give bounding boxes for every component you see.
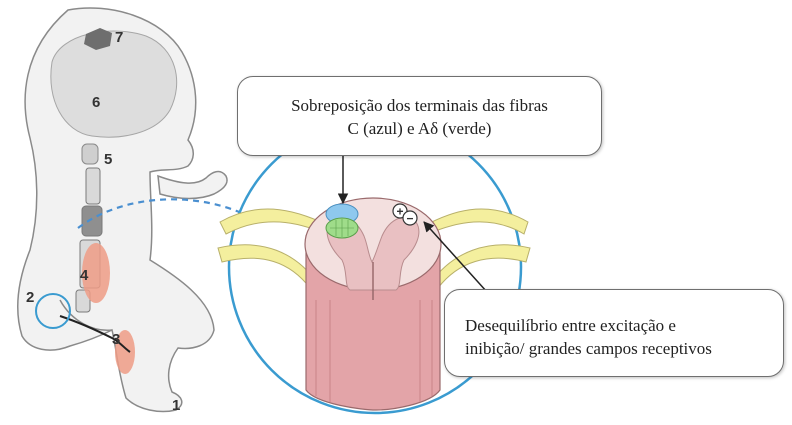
thalamus-structure [82,144,98,164]
plus-symbol: + [396,205,403,219]
label-4: 4 [80,267,89,284]
callout-fiber-overlap-line1: Sobreposição dos terminais das fibras [252,94,587,117]
infant-arm [158,172,227,199]
label-1: 1 [172,397,180,414]
label-6: 6 [92,94,100,111]
label-7: 7 [115,29,123,46]
spine-segment-cervical [86,168,100,204]
callout-imbalance-line2: inibição/ grandes campos receptivos [465,337,763,360]
callout-fiber-overlap: Sobreposição dos terminais das fibras C … [237,76,602,156]
minus-symbol: − [406,212,413,226]
label-2: 2 [26,289,34,306]
label-3: 3 [112,331,120,348]
brain-region [51,31,177,137]
label-5: 5 [104,151,112,168]
spine-segment-thoracic [82,206,102,236]
callout-fiber-overlap-line2: C (azul) e Aδ (verde) [252,117,587,140]
callout-imbalance-line1: Desequilíbrio entre excitação e [465,314,763,337]
callout-excitation-imbalance: Desequilíbrio entre excitação e inibição… [444,289,784,377]
